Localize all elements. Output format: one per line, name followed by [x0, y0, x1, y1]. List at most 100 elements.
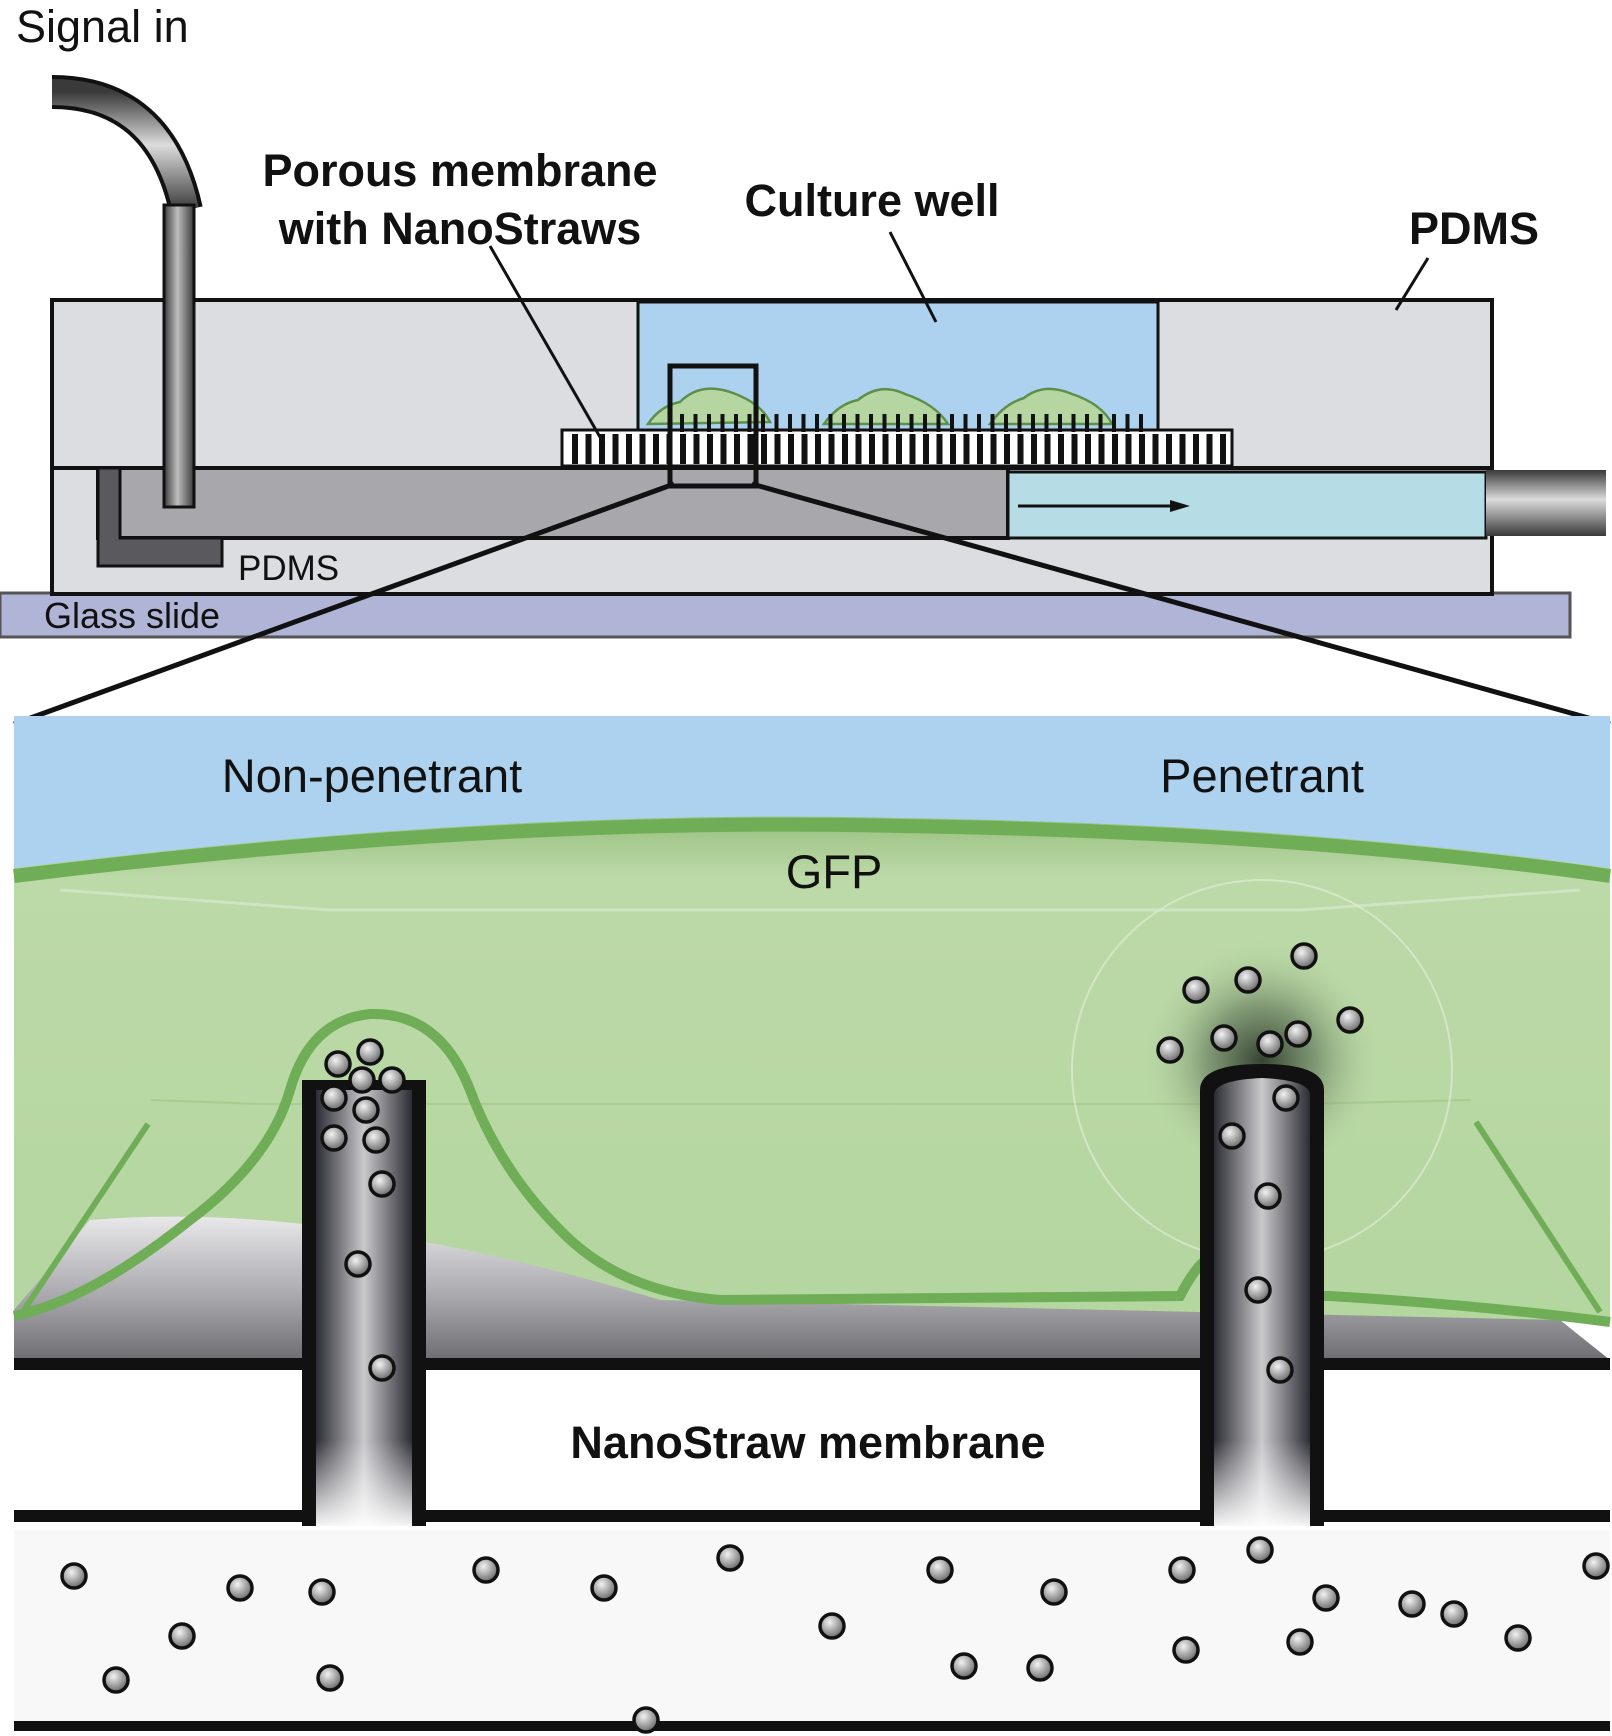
molecule-particle-icon [316, 1664, 344, 1692]
culture-well-label: Culture well [744, 175, 999, 226]
nanostraw-tip [1031, 414, 1035, 432]
nanostraw-pore [990, 434, 997, 464]
nanostraw-tip [909, 414, 914, 432]
molecule-particle-icon [368, 1354, 396, 1382]
molecule-particle-icon [348, 1066, 376, 1094]
leader-porous-membrane [488, 245, 606, 445]
nanostraw-tip [774, 414, 779, 432]
nanostraw-pore [788, 434, 794, 464]
outlet-tube-icon [1486, 470, 1606, 536]
nanostraw-pore [869, 434, 875, 464]
nanostraw-pore [707, 434, 713, 464]
nanostraw-pore [1112, 434, 1118, 464]
nanostraw-tip [923, 414, 927, 432]
nanostraw-tips [680, 414, 1143, 432]
molecule-particle-icon [1246, 1536, 1274, 1564]
porous-membrane-label-line2: with NanoStraws [278, 203, 642, 254]
nanostraw-pore [653, 434, 659, 464]
molecule-particle-icon [1168, 1556, 1196, 1584]
nanostraw-membrane-label: NanoStraw membrane [570, 1417, 1045, 1468]
nanostraw-pore [626, 434, 632, 464]
nanostraw-pore [1220, 434, 1226, 464]
nanostraw-pore [1125, 434, 1132, 464]
gfp-label: GFP [786, 845, 883, 898]
cell-membrane-left-edge [21, 1122, 151, 1312]
molecule-particle-icon [102, 1666, 130, 1694]
molecule-particle-icon [1504, 1624, 1532, 1652]
nanostraw-pore [815, 434, 821, 464]
molecule-particle-icon [356, 1038, 384, 1066]
nanostraw-tip [869, 414, 873, 432]
molecule-particle-icon [716, 1544, 744, 1572]
nanostraw-tip [1017, 414, 1022, 432]
molecule-particle-icon [1210, 1024, 1238, 1052]
molecule-particle-icon [818, 1612, 846, 1640]
cell [645, 387, 773, 426]
molecule-particle-icon [1312, 1584, 1340, 1612]
nanostraw-tip [882, 414, 887, 432]
nanostraw-tip [693, 414, 698, 432]
pdms-top-label: PDMS [1409, 203, 1539, 254]
nanostraw-tip [747, 414, 752, 432]
glass-slide [0, 591, 1572, 639]
nanostraw-pore [1206, 434, 1213, 464]
molecule-particle-icon [1244, 1276, 1272, 1304]
nanostraw-tip [1125, 414, 1130, 432]
nanostraw-pore [1044, 434, 1051, 464]
molecule-particle-icon [362, 1126, 390, 1154]
molecule-particle-icon [1440, 1600, 1468, 1628]
molecule-particle-icon [60, 1562, 88, 1590]
nanostraw-tip [734, 414, 738, 432]
nanostraw-tip [963, 414, 968, 432]
nanostraw-tip [720, 414, 725, 432]
molecule-particle-icon [226, 1574, 254, 1602]
nanostraw-pore [612, 434, 619, 464]
molecule-particle-icon [344, 1250, 372, 1278]
glass-slide-label: Glass slide [44, 595, 220, 636]
nanostraw-tip [1044, 414, 1049, 432]
cell-membrane-right-edge [1473, 1120, 1603, 1314]
molecule-particle-icon [1290, 942, 1318, 970]
nanostraw-tip [707, 414, 711, 432]
nanostraw-tip [855, 414, 860, 432]
nanostraw-membrane [14, 1364, 1610, 1514]
molecule-particle-icon [950, 1652, 978, 1680]
nanostraw-tip [1112, 414, 1116, 432]
molecule-particle-icon [1182, 976, 1210, 1004]
molecule-particle-icon [324, 1050, 352, 1078]
porous-membrane-with-nanostraws [560, 428, 1234, 468]
zoomed-detail [12, 716, 1611, 1734]
cultured-cells [645, 387, 1115, 426]
molecule-particle-icon [1254, 1182, 1282, 1210]
nanostraw-tip [801, 414, 806, 432]
nanostraw-tip [1004, 414, 1008, 432]
nanostraw-tip [680, 414, 684, 432]
molecule-particle-icon [1040, 1578, 1068, 1606]
molecule-particle-icon [1398, 1590, 1426, 1618]
nanostraw-tip [936, 414, 941, 432]
molecule-particle-icon [1256, 1030, 1284, 1058]
nanostraw-tip [1058, 414, 1062, 432]
nanostraw-tip [950, 414, 954, 432]
flow-arrow-icon [1018, 500, 1190, 512]
nanostraw-pore [909, 434, 916, 464]
molecule-particle-icon [1234, 966, 1262, 994]
nanostraw-tip [1085, 414, 1089, 432]
nanostraw-pore [680, 434, 686, 464]
nanostraw-pore [896, 434, 902, 464]
cell-membrane-top [13, 817, 1611, 883]
zoom-line-left [13, 481, 675, 727]
molecule-particle-icon [1286, 1628, 1314, 1656]
molecule-particle-icon [1218, 1122, 1246, 1150]
nanostraw-pore [599, 434, 605, 464]
molecule-particle-icon [1156, 1036, 1184, 1064]
nanostraw-pore [977, 434, 983, 464]
nanostraw-tip [828, 414, 833, 432]
molecule-particle-icon [320, 1084, 348, 1112]
nanostraw-pore [761, 434, 767, 464]
inlet-tube-icon [51, 75, 203, 509]
signal-in-label: Signal in [16, 1, 189, 52]
leader-pdms [1394, 257, 1430, 311]
